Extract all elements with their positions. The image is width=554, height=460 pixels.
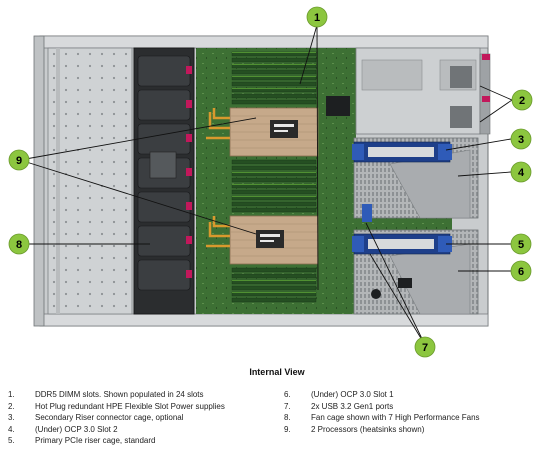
legend-text: Hot Plug redundant HPE Flexible Slot Pow… <box>35 401 225 411</box>
legend-item: 7. 2x USB 3.2 Gen1 ports <box>284 401 480 413</box>
legend-number: 6. <box>284 390 291 399</box>
legend-item: 2. Hot Plug redundant HPE Flexible Slot P… <box>8 401 225 413</box>
callout-6: 6 <box>510 260 532 282</box>
legend-item: 9. 2 Processors (heatsinks shown) <box>284 424 480 436</box>
callout-label: 6 <box>518 266 524 278</box>
callout-label: 1 <box>314 12 320 24</box>
legend-number: 1. <box>8 390 15 399</box>
legend-text: 2x USB 3.2 Gen1 ports <box>311 401 394 411</box>
callout-4: 4 <box>510 161 532 183</box>
legend-text: (Under) OCP 3.0 Slot 1 <box>311 390 394 399</box>
legend-left-column: 1. DDR5 DIMM slots. Shown populated in 24… <box>8 389 225 447</box>
callout-label: 4 <box>518 167 525 179</box>
processor-heatsink-1 <box>206 107 319 157</box>
legend-text: Primary PCIe riser cage, standard <box>35 436 156 446</box>
primary-riser-cage <box>352 229 479 315</box>
callout-label: 7 <box>422 342 428 354</box>
legend-item: 6. (Under) OCP 3.0 Slot 1 <box>284 389 480 401</box>
callout-5: 5 <box>510 233 532 255</box>
legend-item: 5. Primary PCIe riser cage, standard <box>8 435 225 447</box>
processor-heatsink-2 <box>206 215 319 265</box>
callout-label: 9 <box>16 155 22 167</box>
legend-number: 3. <box>8 413 15 423</box>
callout-label: 5 <box>518 239 524 251</box>
legend-item: 8. Fan cage shown with 7 High Performance… <box>284 412 480 424</box>
dimm-slots <box>231 51 317 303</box>
callout-7: 7 <box>414 336 436 358</box>
callout-8: 8 <box>8 233 30 255</box>
legend-text: 2 Processors (heatsinks shown) <box>311 424 425 434</box>
front-drive-bay <box>47 47 133 315</box>
leader-lines <box>19 24 513 346</box>
motherboard-components <box>326 96 412 299</box>
legend-number: 9. <box>284 424 291 434</box>
server-internal-view-diagram: 1 2 3 4 5 6 7 8 9 <box>8 6 533 358</box>
callout-label: 2 <box>519 95 525 107</box>
legend-number: 7. <box>284 401 291 411</box>
callout-1: 1 <box>306 6 328 28</box>
legend-item: 3. Secondary Riser connector cage, option… <box>8 412 225 424</box>
legend-text: Fan cage shown with 7 High Performance F… <box>311 413 480 423</box>
callout-label: 8 <box>16 239 22 251</box>
callout-9: 9 <box>8 149 30 171</box>
fan-cage <box>133 47 195 315</box>
legend-number: 2. <box>8 401 15 411</box>
power-supply-bay <box>355 47 491 135</box>
legend-text: Secondary Riser connector cage, optional <box>35 413 184 423</box>
legend-number: 5. <box>8 436 15 446</box>
legend-text: DDR5 DIMM slots. Shown populated in 24 s… <box>35 390 204 399</box>
diagram-caption: Internal View <box>249 367 305 377</box>
legend-item: 4. (Under) OCP 3.0 Slot 2 <box>8 424 225 436</box>
secondary-riser-cage <box>352 137 479 219</box>
callout-2: 2 <box>511 89 533 111</box>
callout-label: 3 <box>518 134 524 146</box>
legend-number: 8. <box>284 413 291 423</box>
callout-3: 3 <box>510 128 532 150</box>
legend-right-column: 6. (Under) OCP 3.0 Slot 1 7. 2x USB 3.2 Ge… <box>284 389 480 435</box>
legend-item: 1. DDR5 DIMM slots. Shown populated in 24… <box>8 389 225 401</box>
legend-text: (Under) OCP 3.0 Slot 2 <box>35 424 118 434</box>
legend-number: 4. <box>8 424 15 434</box>
